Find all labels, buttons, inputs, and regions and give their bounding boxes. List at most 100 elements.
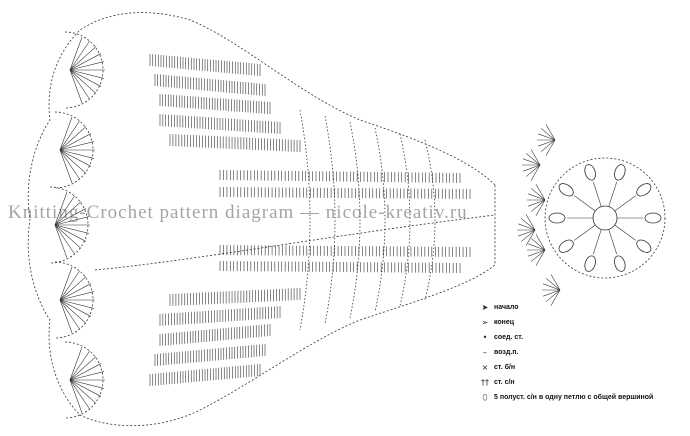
fan-spoke [59, 270, 80, 301]
petal-stitch [527, 249, 546, 257]
scallop-edge [64, 31, 104, 109]
petal-stitch [530, 164, 541, 181]
oval-icon: ⬯ [482, 392, 488, 402]
flower-petal [558, 183, 574, 197]
legend-item: ††ст. с/н [476, 375, 686, 390]
petal-stitch [537, 133, 556, 141]
petal-stitch [546, 289, 561, 302]
chain-arc [299, 109, 311, 331]
flower-spoke [574, 224, 596, 241]
fan-spoke [59, 133, 92, 151]
flower-petal [614, 164, 626, 181]
legend-item: –возд.п. [476, 345, 686, 360]
petal-stitch [531, 188, 546, 201]
petal-stitch [535, 184, 546, 201]
fan-spoke [54, 224, 90, 234]
scallop-edge [49, 186, 89, 264]
legend: ➤начало➢конец•соед. ст.–возд.п.×ст. б/н†… [476, 300, 686, 405]
legend-item: × ст. б/н [476, 360, 686, 375]
fan-spoke [54, 195, 75, 226]
fan-spoke [54, 216, 90, 226]
fan-spoke [59, 299, 87, 324]
fan-spoke [59, 149, 87, 174]
fan-spoke [69, 53, 102, 71]
round-flower-motif [517, 124, 666, 306]
fan-spoke [59, 299, 80, 330]
petal-stitch [522, 164, 541, 172]
flower-spoke [614, 195, 636, 212]
fan-spoke [59, 120, 80, 151]
flower-spoke [592, 181, 602, 207]
fan-spoke [54, 224, 82, 249]
petal-stitch [546, 278, 561, 291]
flower-petal [636, 239, 652, 253]
arrowhead-icon: ➤ [481, 303, 489, 312]
petal-stitch [521, 229, 536, 242]
flower-petal [644, 212, 662, 224]
fan-spoke [69, 379, 105, 389]
petal-stitch [525, 229, 536, 246]
scallop-edge [54, 261, 94, 339]
petal-stitch [535, 199, 546, 216]
petal-stitch [545, 124, 556, 141]
legend-label: 5 полуст. с/н в одну петлю с общей верши… [494, 394, 654, 401]
fan-spoke [59, 291, 95, 301]
petal-stitch [517, 223, 536, 231]
fan-spoke [59, 149, 73, 183]
legend-label: ст. б/н [494, 364, 516, 371]
fan-spoke [69, 379, 83, 413]
fan-spoke [69, 379, 102, 397]
petal-stitch [525, 214, 536, 231]
petal-stitch [531, 199, 546, 212]
flower-spoke [614, 224, 636, 241]
fan-spoke [69, 40, 90, 71]
legend-item: •соед. ст. [476, 330, 686, 345]
fan-spoke [59, 299, 95, 309]
fan-spoke [59, 149, 95, 159]
flower-petal [584, 255, 596, 272]
scallop-edge [54, 111, 94, 189]
flower-petal [614, 255, 626, 272]
petal-stitch [550, 289, 561, 306]
legend-label: ст. с/н [494, 379, 515, 386]
petal-stitch [550, 274, 561, 291]
petal-stitch [527, 193, 546, 201]
fan-spoke [59, 299, 92, 317]
fan-spoke [69, 46, 97, 71]
cross-icon: × [481, 363, 489, 372]
flower-petal [548, 212, 566, 224]
fan-spoke [59, 267, 73, 301]
petal-stitch [537, 139, 556, 147]
fan-spoke [59, 299, 73, 333]
dash-icon: – [483, 348, 487, 357]
flower-outer-ring [544, 157, 666, 279]
scallop-edge [64, 341, 104, 419]
fan-spoke [59, 149, 92, 167]
legend-item: ⬯ 5 полуст. с/н в одну петлю с общей верш… [476, 390, 686, 405]
petal-stitch [542, 289, 561, 297]
flower-petal [558, 239, 574, 253]
fan-spoke [54, 224, 68, 258]
petal-stitch [521, 218, 536, 231]
fan-spoke [59, 283, 92, 301]
petal-stitch [542, 283, 561, 291]
fan-spoke [69, 69, 102, 87]
open-arrowhead-icon: ➢ [481, 318, 489, 327]
flower-spoke [608, 229, 618, 255]
fan-shaped-motif [27, 12, 496, 427]
fan-spoke [54, 201, 82, 226]
fan-spoke [69, 69, 83, 103]
petal-stitch [535, 234, 546, 251]
flower-petal [636, 183, 652, 197]
fan-spoke [59, 276, 87, 301]
fan-spoke [69, 37, 83, 71]
petal-stitch [527, 199, 546, 207]
chain-arc [374, 127, 386, 313]
petal-stitch [545, 139, 556, 156]
fan-spoke [69, 379, 90, 410]
fan-spoke [59, 117, 73, 151]
fan-spoke [54, 224, 75, 255]
petal-stitch [535, 249, 546, 266]
chain-arc [324, 115, 336, 325]
